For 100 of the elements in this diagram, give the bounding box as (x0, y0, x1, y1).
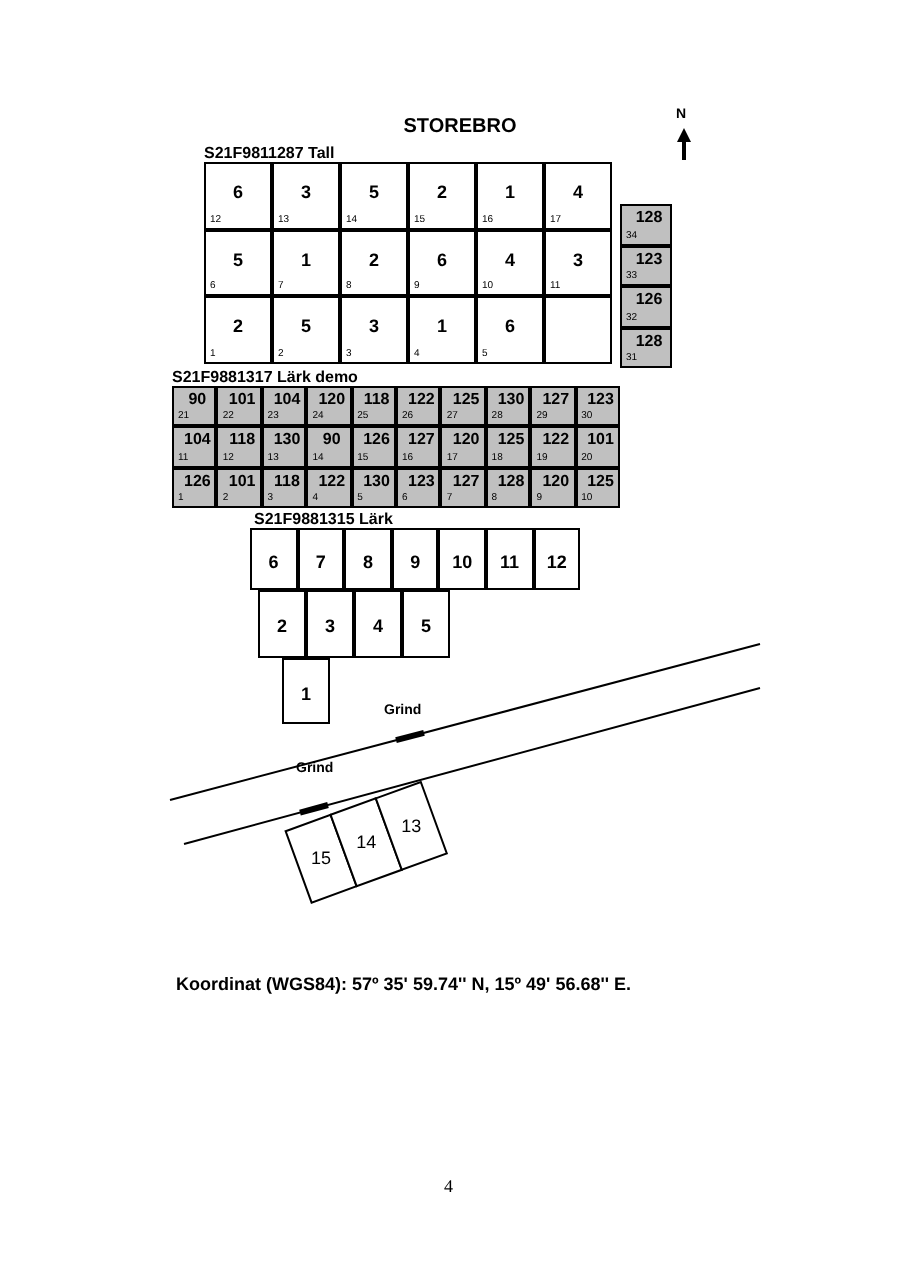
treatment-number: 6 (502, 316, 517, 337)
plot-cell (620, 286, 672, 327)
plot-cell (408, 229, 476, 297)
treatment-number: 4 (570, 181, 585, 202)
plot-cell (485, 426, 531, 468)
treatment-number: 3 (366, 316, 381, 337)
plot-number: 7 (313, 552, 328, 573)
treatment-number: 130 (495, 390, 527, 410)
plot-cell (351, 386, 396, 427)
plot-cell (544, 162, 612, 230)
plot-number: 8 (360, 552, 375, 573)
plot-cell (272, 296, 340, 364)
plot-cell (216, 426, 262, 468)
treatment-number: 101 (585, 430, 616, 451)
plot-cell (354, 590, 402, 658)
treatment-number: 130 (363, 471, 392, 492)
treatment-number: 101 (228, 471, 258, 492)
plot-cell (544, 296, 612, 364)
treatment-number: 5 (366, 181, 381, 202)
treatment-number: 127 (406, 430, 437, 451)
treatment-number: 123 (633, 249, 665, 269)
plot-cell (344, 528, 392, 590)
plot-cell (340, 162, 408, 230)
plot-cell (396, 386, 441, 427)
treatment-number: 1 (434, 316, 449, 337)
plot-cell (620, 327, 672, 368)
treatment-number: 1 (502, 181, 517, 202)
plot-number: 6 (266, 552, 281, 573)
plot-cell (391, 528, 439, 590)
treatment-number: 126 (361, 430, 392, 451)
plot-cell (340, 296, 408, 364)
block-heading: S21F9881315 Lärk (254, 510, 393, 528)
treatment-number: 4 (502, 249, 517, 270)
treatment-number: 125 (450, 390, 482, 410)
treatment-number: 5 (230, 249, 245, 270)
treatment-number: 101 (226, 390, 258, 410)
plot-cell (408, 162, 476, 230)
treatment-number: 126 (633, 290, 665, 310)
block-heading: S21F9811287 Tall (204, 144, 335, 162)
plot-cell (396, 467, 441, 508)
plot-cell (485, 467, 531, 508)
page-number: 4 (444, 1176, 453, 1196)
treatment-number: 123 (585, 390, 616, 410)
plot-cell (440, 386, 486, 427)
plot-cell (204, 229, 272, 297)
plot-cell (530, 426, 576, 468)
block-heading: S21F9881317 Lärk demo (172, 368, 358, 386)
plot-number: 14 (356, 832, 377, 853)
treatment-number: 127 (540, 390, 572, 410)
plot-cell (575, 467, 620, 508)
plot-cell (340, 229, 408, 297)
treatment-number: 2 (434, 181, 449, 202)
plot-cell (216, 467, 262, 508)
plot-cell (476, 229, 544, 297)
plot-number: 11 (498, 552, 522, 573)
plot-cell (306, 467, 352, 508)
plot-cell (575, 426, 620, 468)
treatment-number: 104 (182, 430, 213, 451)
plot-cell (282, 658, 330, 724)
plot-number: 4 (370, 616, 385, 637)
plot-cell (351, 426, 396, 468)
plot-number: 5 (418, 616, 433, 637)
plot-number: 10 (450, 552, 475, 573)
treatment-number: 130 (271, 430, 303, 451)
treatment-number: 122 (540, 430, 572, 451)
treatment-number: 120 (316, 390, 348, 410)
plot-cell (204, 296, 272, 364)
treatment-number: 90 (186, 390, 209, 410)
plot-number: 2 (274, 616, 289, 637)
plot-cell (575, 386, 620, 427)
plot-cell (272, 229, 340, 297)
treatment-number: 120 (450, 430, 482, 451)
treatment-number: 127 (452, 471, 482, 492)
plot-cell (544, 229, 612, 297)
plot-cell (533, 528, 581, 590)
plot-cell (261, 386, 307, 427)
plot-number: 12 (544, 552, 569, 573)
plot-cell (440, 467, 486, 508)
treatment-number: 128 (497, 471, 527, 492)
treatment-number: 6 (434, 249, 449, 270)
plot-cell (261, 467, 307, 508)
treatment-number: 120 (542, 471, 572, 492)
plot-cell (438, 528, 486, 590)
treatment-number: 104 (271, 390, 303, 410)
plot-cell (258, 590, 306, 658)
plot-cell (306, 426, 352, 468)
plot-cell (306, 590, 354, 658)
plot-cell (530, 467, 576, 508)
plot-number: 13 (401, 815, 422, 836)
plot-cell (476, 296, 544, 364)
plot-cell (204, 162, 272, 230)
plot-cell (485, 386, 531, 427)
plot-number: 9 (408, 552, 423, 573)
plot-cell (396, 426, 441, 468)
treatment-number: 118 (273, 471, 302, 492)
plot-cell (620, 245, 672, 286)
treatment-number: 6 (230, 181, 245, 202)
treatment-number: 2 (230, 316, 245, 337)
plot-cell (486, 528, 534, 590)
plot-cell (172, 426, 217, 468)
